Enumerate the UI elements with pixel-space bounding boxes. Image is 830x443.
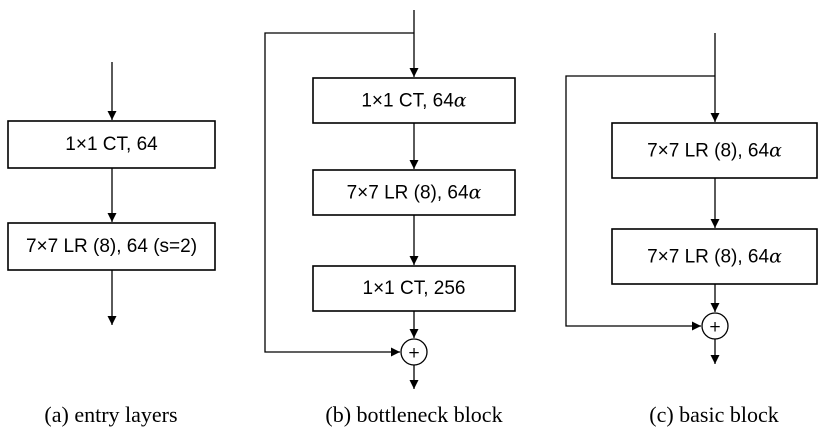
basic-layer-2-box	[611, 228, 818, 285]
bottleneck-layer-1-label: 1×1 CT, 64α	[361, 90, 466, 112]
bottleneck-skip-connection	[264, 32, 414, 357]
entry-layer-1-label: 1×1 CT, 64	[65, 134, 158, 155]
basic-skip-connection	[565, 75, 715, 331]
basic-block-diagram: 7×7 LR (8), 64α 7×7 LR (8), 64α +	[565, 33, 818, 364]
entry-layers-caption: (a) entry layers	[44, 402, 177, 427]
basic-layer-2-label: 7×7 LR (8), 64α	[647, 246, 782, 268]
bottleneck-add-symbol: +	[408, 344, 421, 362]
bottleneck-layer-2-label: 7×7 LR (8), 64α	[347, 182, 482, 204]
basic-layer-1-label: 7×7 LR (8), 64α	[647, 140, 782, 162]
bottleneck-layer-3-box	[312, 265, 516, 312]
bottleneck-block-caption: (b) bottleneck block	[325, 402, 502, 427]
entry-layers-diagram: 1×1 CT, 64 7×7 LR (8), 64 (s=2)	[7, 62, 216, 325]
basic-block-caption: (c) basic block	[649, 402, 779, 427]
entry-layer-2-box	[7, 222, 216, 271]
bottleneck-block-diagram: 1×1 CT, 64α 7×7 LR (8), 64α 1×1 CT, 256 …	[264, 10, 516, 389]
bottleneck-layer-1-box	[312, 77, 516, 124]
bottleneck-layer-3-label: 1×1 CT, 256	[363, 278, 466, 299]
basic-add-symbol: +	[709, 318, 722, 336]
entry-layer-2-label: 7×7 LR (8), 64 (s=2)	[26, 236, 197, 257]
bottleneck-layer-2-box	[312, 169, 516, 216]
